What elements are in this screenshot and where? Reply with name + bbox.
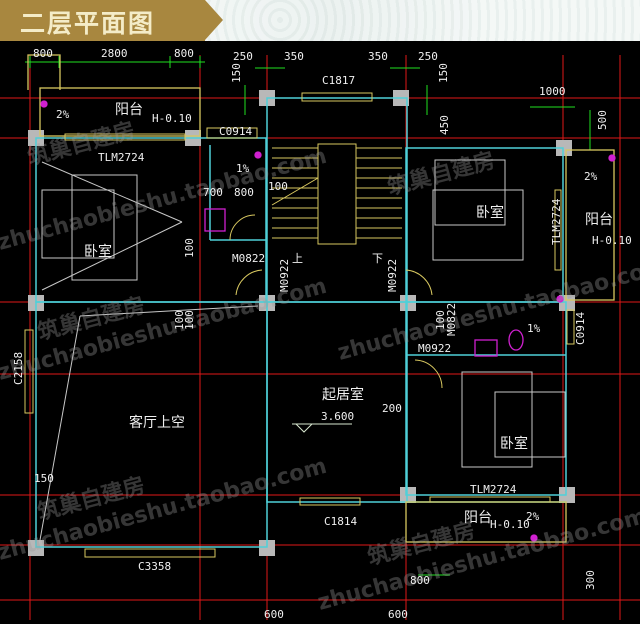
svg-text:350: 350 <box>368 50 388 63</box>
svg-text:C3358: C3358 <box>138 560 171 573</box>
svg-text:800: 800 <box>33 47 53 60</box>
svg-text:M0922: M0922 <box>278 259 291 292</box>
svg-text:2800: 2800 <box>101 47 128 60</box>
furniture <box>39 159 566 541</box>
door-swings <box>229 214 443 389</box>
svg-text:2%: 2% <box>56 108 70 121</box>
svg-text:M0822: M0822 <box>232 252 265 265</box>
room-labels: 阳台 H-0.10 2% 卧室 卧室 阳台 H-0.10 2% 1% 1% 客厅… <box>56 102 632 531</box>
room-bedroom-w: 卧室 <box>84 243 112 260</box>
svg-text:H-0.10: H-0.10 <box>592 234 632 247</box>
svg-text:zhuchaobieshu.taobao.com: zhuchaobieshu.taobao.com <box>335 254 640 366</box>
windows <box>24 92 575 558</box>
dimension-lines <box>25 56 591 576</box>
svg-text:2%: 2% <box>584 170 598 183</box>
svg-text:M0822: M0822 <box>445 303 458 336</box>
svg-text:800: 800 <box>234 186 254 199</box>
dimension-labels: 800 2800 800 250 350 350 250 150 150 450… <box>33 47 609 621</box>
page-title: 二层平面图 <box>20 9 156 38</box>
svg-text:150: 150 <box>230 63 243 83</box>
svg-text:H-0.10: H-0.10 <box>152 112 192 125</box>
room-bedroom-ne: 卧室 <box>476 204 504 221</box>
svg-text:350: 350 <box>284 50 304 63</box>
stair-up-label: 上 <box>292 252 303 265</box>
svg-text:800: 800 <box>410 574 430 587</box>
svg-text:150: 150 <box>34 472 54 485</box>
svg-text:100: 100 <box>183 238 196 258</box>
watermarks: 筑巢自建房 zhuchaobieshu.taobao.com 筑巢自建房 zhu… <box>0 117 640 616</box>
room-balcony-s: 阳台 <box>464 510 492 526</box>
svg-text:H-0.10: H-0.10 <box>490 518 530 531</box>
bathroom-fixtures <box>40 100 616 542</box>
svg-text:2%: 2% <box>526 510 540 523</box>
svg-text:3.600: 3.600 <box>321 410 354 423</box>
header-banner: 二层平面图 <box>0 0 640 41</box>
svg-text:C0914: C0914 <box>574 312 587 345</box>
svg-text:450: 450 <box>438 115 451 135</box>
svg-text:1%: 1% <box>527 322 541 335</box>
svg-text:100: 100 <box>434 310 447 330</box>
floor-plan: 筑巢自建房 zhuchaobieshu.taobao.com 筑巢自建房 zhu… <box>0 41 640 621</box>
svg-text:M0922: M0922 <box>386 259 399 292</box>
title-badge: 二层平面图 <box>0 0 223 41</box>
svg-text:100: 100 <box>183 310 196 330</box>
svg-text:筑巢自建房: 筑巢自建房 <box>385 147 498 201</box>
svg-text:1%: 1% <box>236 162 250 175</box>
room-living-void: 客厅上空 <box>129 414 185 431</box>
svg-text:250: 250 <box>233 50 253 63</box>
svg-text:TLM2724: TLM2724 <box>470 483 517 496</box>
svg-text:150: 150 <box>437 63 450 83</box>
room-sitting-room: 起居室 <box>322 386 364 403</box>
svg-text:TLM2724: TLM2724 <box>550 198 563 245</box>
svg-text:600: 600 <box>388 608 408 620</box>
stair-down-label: 下 <box>372 252 383 265</box>
svg-text:100: 100 <box>173 310 186 330</box>
svg-text:1000: 1000 <box>539 85 566 98</box>
room-balcony-nw: 阳台 <box>115 102 143 118</box>
svg-text:800: 800 <box>174 47 194 60</box>
svg-text:700: 700 <box>203 186 223 199</box>
svg-text:C0914: C0914 <box>219 125 252 138</box>
svg-text:200: 200 <box>382 402 402 415</box>
opening-labels: C1817 C0914 C0914 TLM2724 TLM2724 TLM272… <box>12 74 587 573</box>
svg-text:C2158: C2158 <box>12 352 25 385</box>
svg-text:600: 600 <box>264 608 284 620</box>
svg-text:M0922: M0922 <box>418 342 451 355</box>
room-bedroom-se: 卧室 <box>500 435 528 452</box>
svg-text:300: 300 <box>584 570 597 590</box>
stair <box>271 143 402 245</box>
svg-text:TLM2724: TLM2724 <box>98 151 145 164</box>
elevation-marker <box>292 423 352 433</box>
svg-text:C1814: C1814 <box>324 515 357 528</box>
svg-text:250: 250 <box>418 50 438 63</box>
svg-text:C1817: C1817 <box>322 74 355 87</box>
svg-text:100: 100 <box>268 180 288 193</box>
room-balcony-e: 阳台 <box>585 212 613 228</box>
svg-text:500: 500 <box>596 110 609 130</box>
